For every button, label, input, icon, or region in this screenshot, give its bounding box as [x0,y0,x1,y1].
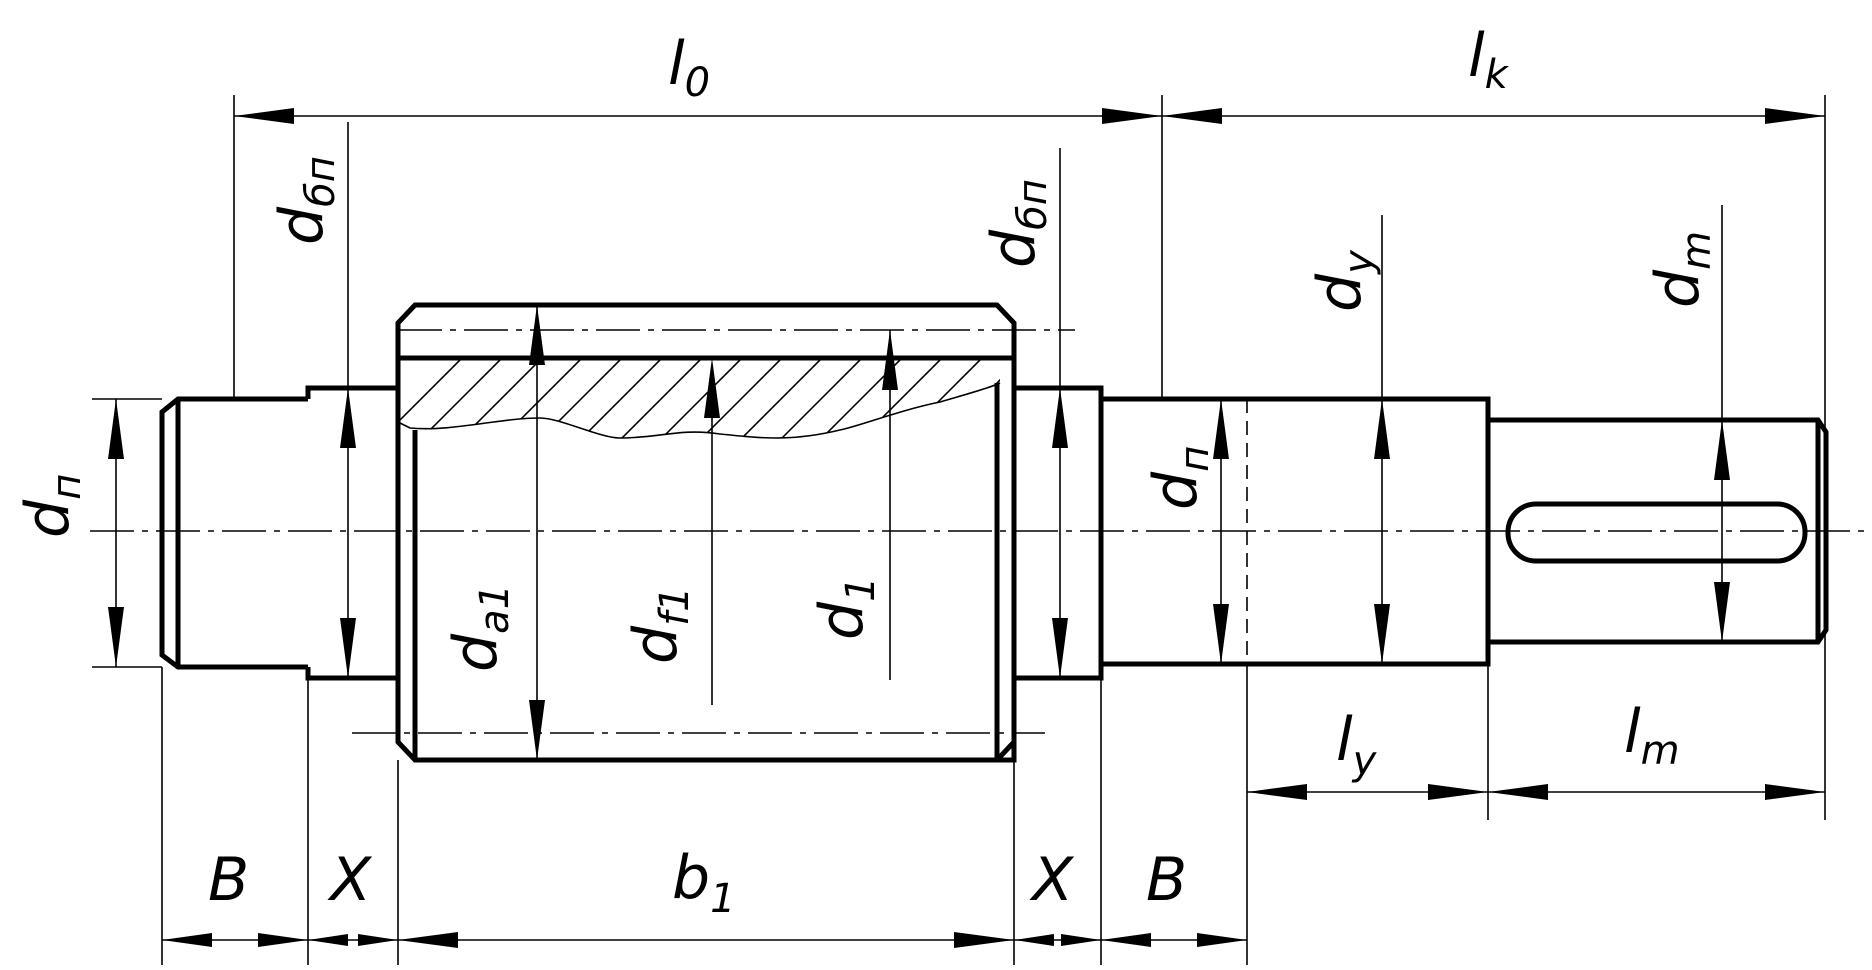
arrow-df1-top [704,358,720,418]
label-dp-left: dп [13,474,90,538]
label-X-left: X [327,845,373,915]
arrow-dbp-right-top [1052,388,1068,448]
label-dbp-left: dбп [267,156,344,245]
arrow-l0-right [1102,108,1162,124]
arrow-lm-left [1488,784,1548,800]
arrow-B-left-b [258,933,308,947]
arrow-ly-right [1428,784,1488,800]
break-line [397,382,1001,439]
arrow-X-left-b [358,934,398,946]
arrow-B-right-a [1101,933,1151,947]
label-lk: lk [1468,21,1510,98]
arrow-ly-left [1247,784,1307,800]
right-journal-section [1101,396,1491,667]
label-B-right: B [1146,845,1187,915]
arrow-lk-left [1162,108,1222,124]
label-lm: lm [1624,697,1680,774]
label-b1: b1 [672,843,736,922]
label-X-right: X [1029,845,1075,915]
right-shoulder [1014,385,1104,681]
label-dm: dm [1643,231,1720,308]
label-dbp-right: dбп [979,179,1056,268]
arrow-da1-top [529,305,545,365]
arrow-dm-top [1714,420,1730,480]
label-dp-right: dп [1141,446,1218,510]
left-bearing-journal [159,396,308,670]
label-da1: da1 [441,584,518,672]
arrow-dp-left-bottom [108,607,124,667]
arrow-dy-bottom [1374,604,1390,664]
label-dy: dy [1305,249,1382,312]
arrow-l0-left [234,108,294,124]
arrow-dbp-left-top [340,388,356,448]
label-df1: df1 [621,586,698,664]
arrow-X-left-a [308,934,348,946]
arrow-B-right-b [1197,933,1247,947]
arrow-b1-left [398,932,458,948]
left-shoulder [305,385,401,681]
keyway-slot [1505,501,1808,564]
label-d1: d1 [807,576,884,640]
arrow-dy-top [1374,399,1390,459]
arrow-X-right-b [1061,934,1101,946]
output-shaft-end [1488,417,1829,645]
worm-body-outline [395,302,1017,763]
worm-bottom-chamfer-right [995,740,1016,762]
arrow-dbp-right-bottom [1052,618,1068,678]
arrow-B-left-a [162,933,212,947]
arrow-da1-bottom [529,700,545,760]
arrow-b1-right [954,932,1014,948]
arrow-X-right-a [1014,934,1054,946]
label-ly: ly [1336,705,1378,784]
label-l0: l0 [668,29,710,106]
arrow-dbp-left-bottom [340,618,356,678]
label-B-left: B [208,845,249,915]
arrow-dp-right-top [1213,399,1229,459]
arrow-lm-right [1765,784,1825,800]
arrow-dp-left-top [108,399,124,459]
arrow-dm-bottom [1714,582,1730,642]
arrow-dp-right-bottom [1213,604,1229,664]
arrow-d1-top [882,330,898,390]
arrow-lk-right [1765,108,1825,124]
